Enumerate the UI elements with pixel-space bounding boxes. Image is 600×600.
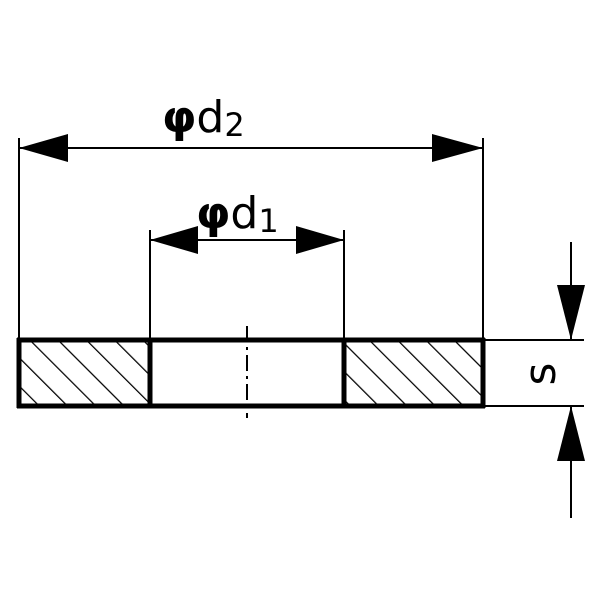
inner-diameter-dimension: φd1 — [149, 188, 345, 340]
inner-diameter-symbol: φ — [196, 188, 230, 239]
inner-diameter-base: d — [230, 188, 258, 239]
thickness-arrowhead-bottom — [557, 406, 585, 461]
inner-diameter-subscript: 1 — [258, 202, 278, 240]
left-hatched-section — [19, 340, 149, 406]
right-hatched-section — [345, 340, 483, 406]
thickness-label: s — [515, 363, 566, 386]
inner-arrowhead-right — [296, 226, 344, 254]
thickness-arrowhead-top — [557, 285, 585, 340]
outer-arrowhead-right — [432, 134, 483, 162]
outer-diameter-base: d — [196, 92, 224, 143]
outer-diameter-symbol: φ — [162, 92, 196, 143]
inner-arrowhead-left — [150, 226, 198, 254]
inner-diameter-label: φd1 — [196, 188, 279, 240]
outer-diameter-subscript: 2 — [224, 106, 244, 144]
outer-diameter-dimension: φd2 — [18, 92, 484, 340]
outer-arrowhead-left — [19, 134, 68, 162]
thickness-dimension: s — [483, 242, 585, 518]
outer-diameter-label: φd2 — [162, 92, 245, 144]
washer-section — [16, 326, 486, 418]
